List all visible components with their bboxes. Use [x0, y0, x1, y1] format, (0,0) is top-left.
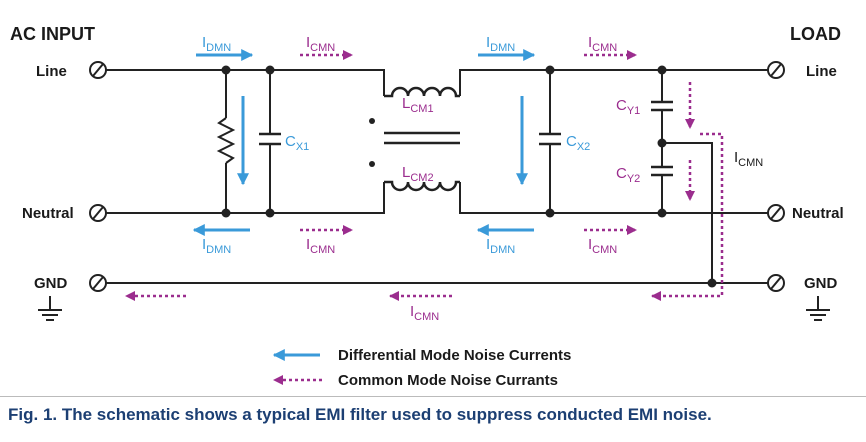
right-ground-icon — [806, 296, 830, 321]
terminal-left-gnd-icon — [89, 274, 107, 292]
common-current-arrows — [125, 50, 724, 301]
cx1-label: CX1 — [285, 133, 309, 153]
capacitor-cy2-icon — [651, 165, 673, 177]
wires — [106, 69, 768, 284]
idmn-label-top-left: IDMN — [202, 34, 231, 54]
icmn-label-bottom-left: ICMN — [306, 236, 335, 256]
caption-area: Fig. 1. The schematic shows a typical EM… — [0, 396, 866, 442]
figure-caption: Fig. 1. The schematic shows a typical EM… — [8, 405, 712, 424]
terminal-left-line-icon — [89, 61, 107, 79]
cy1-label: CY1 — [616, 97, 640, 117]
left-line-label: Line — [36, 63, 67, 80]
left-ground-icon — [38, 296, 62, 321]
choke-dot-top — [369, 118, 375, 124]
terminal-right-neutral-icon — [767, 204, 785, 222]
left-neutral-label: Neutral — [22, 205, 74, 222]
terminal-right-line-icon — [767, 61, 785, 79]
idmn-label-top-right: IDMN — [486, 34, 515, 54]
right-gnd-label: GND — [804, 275, 838, 292]
ac-input-header: AC INPUT — [10, 24, 95, 44]
differential-current-arrows — [192, 49, 536, 236]
lcm2-label: LCM2 — [402, 164, 434, 184]
terminal-right-gnd-icon — [767, 274, 785, 292]
left-gnd-label: GND — [34, 275, 68, 292]
capacitor-cx1-icon — [259, 132, 281, 146]
load-header: LOAD — [790, 24, 841, 44]
lcm1-label: LCM1 — [402, 95, 434, 115]
right-line-label: Line — [806, 63, 837, 80]
icmn-label-ground-path: ICMN — [734, 149, 763, 169]
icmn-label-top-right: ICMN — [588, 34, 617, 54]
common-mode-choke-icon — [384, 86, 460, 192]
icmn-label-top-left: ICMN — [306, 34, 335, 54]
right-neutral-label: Neutral — [792, 205, 844, 222]
capacitor-cx2-icon — [539, 132, 561, 146]
cy2-label: CY2 — [616, 165, 640, 185]
legend-common-label: Common Mode Noise Currants — [338, 372, 558, 389]
cx2-label: CX2 — [566, 133, 590, 153]
idmn-label-bottom-right: IDMN — [486, 236, 515, 256]
junction-dots — [221, 65, 717, 288]
capacitor-cy1-icon — [651, 100, 673, 112]
icmn-label-bottom-right: ICMN — [588, 236, 617, 256]
idmn-label-bottom-left: IDMN — [202, 236, 231, 256]
emi-filter-schematic: AC INPUT LOAD Line Neutral GND Line Neut… — [10, 24, 844, 389]
choke-dot-bottom — [369, 161, 375, 167]
icmn-label-gnd: ICMN — [410, 303, 439, 323]
terminal-left-neutral-icon — [89, 204, 107, 222]
legend-differential-label: Differential Mode Noise Currents — [338, 347, 571, 364]
resistor-icon — [216, 117, 236, 164]
